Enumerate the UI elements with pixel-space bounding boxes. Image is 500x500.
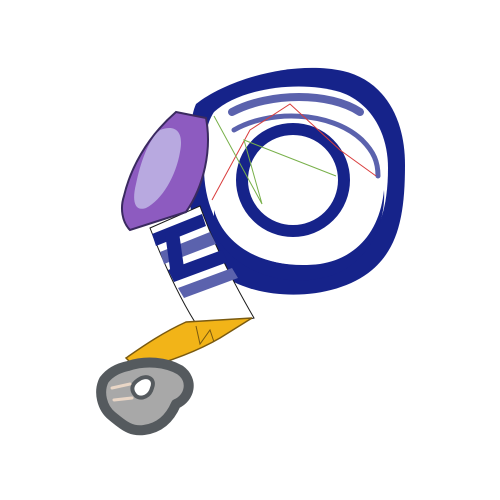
tape-measure-end-cap: [121, 110, 209, 232]
side-strip-stripe-1: [152, 214, 206, 246]
casing-inner-highlight: [231, 113, 381, 179]
guide-line-red: [211, 103, 377, 201]
end-cap-highlight: [134, 128, 182, 209]
side-strip-stripe-4: [178, 268, 238, 298]
guide-line-green: [213, 115, 337, 205]
tape-measure-casing: [188, 67, 405, 295]
lock-slider-slot: [165, 231, 185, 277]
side-strip-stripe-3: [168, 250, 228, 282]
casing-highlight-arc: [228, 93, 364, 116]
casing-lower-band: [214, 190, 385, 281]
tape-measure-side-strip: [149, 205, 255, 331]
tape-hook-notch: [130, 375, 155, 400]
tape-hook-highlight: [110, 382, 134, 402]
tape-hook: [96, 357, 194, 436]
casing-hub-ring: [236, 123, 350, 237]
tape-blade-tick-marks: [195, 325, 215, 346]
